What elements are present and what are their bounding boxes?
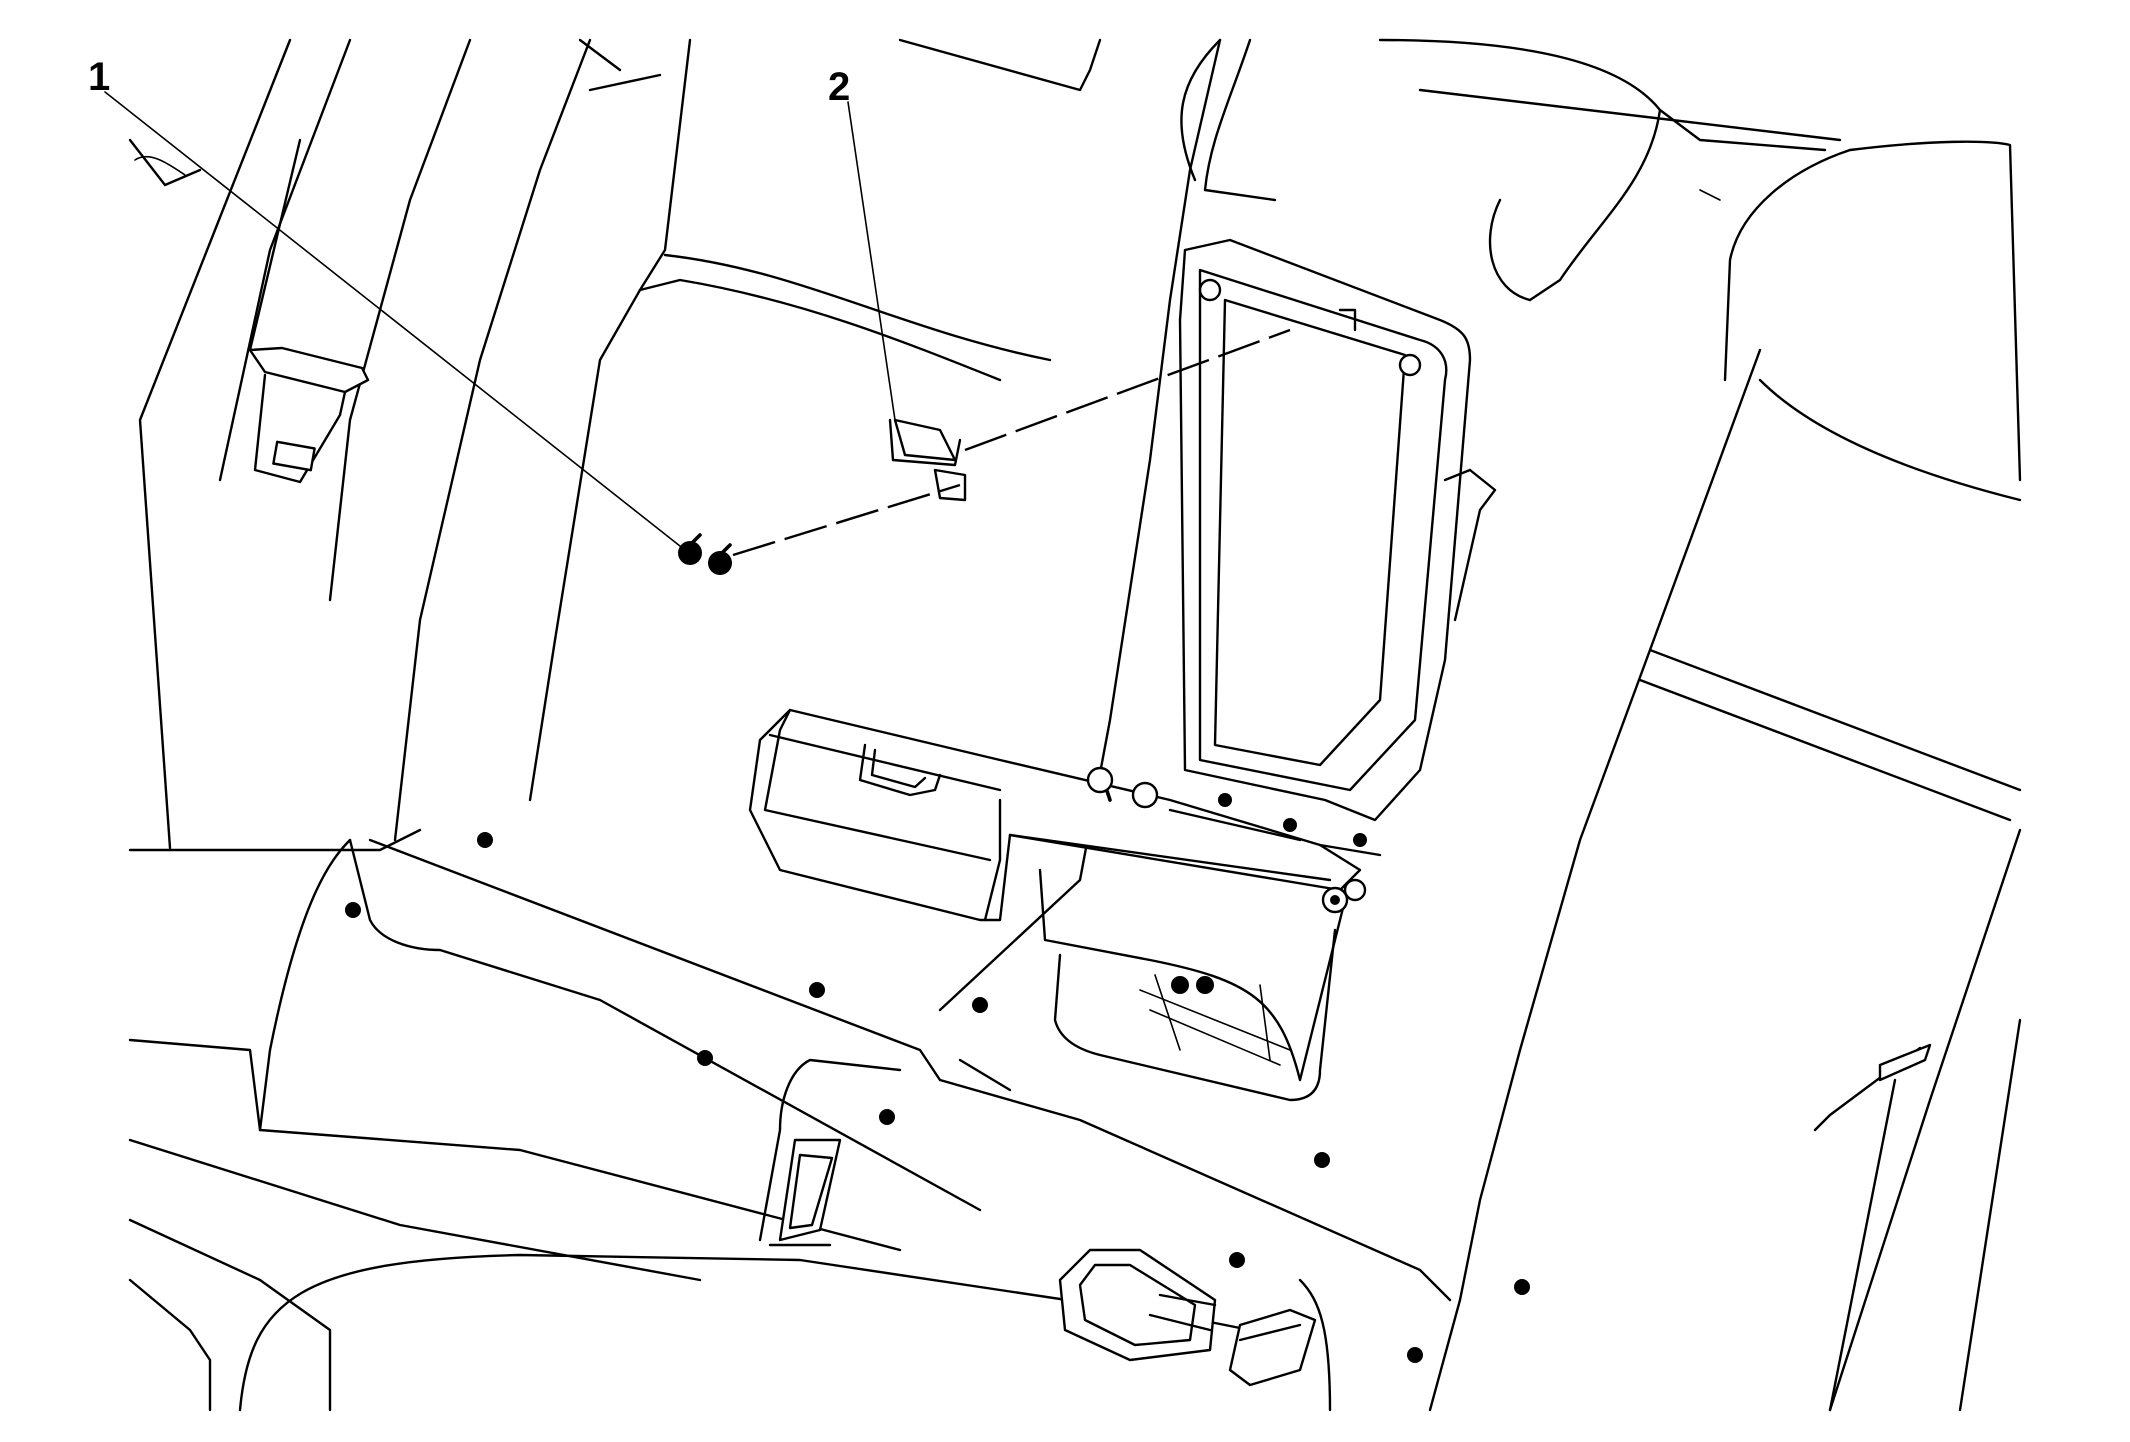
right-seatbelt [1813, 1043, 1932, 1412]
left-pillar-trim [128, 38, 592, 852]
hinge-bracket [888, 418, 967, 502]
callout-leaders [104, 91, 896, 551]
installation-lines [732, 328, 1291, 557]
armrest-lid [1178, 238, 1497, 847]
right-seatback [1203, 38, 2022, 1412]
armrest-opening [1038, 868, 1352, 1102]
cupholder-tray [748, 708, 1382, 922]
screws [678, 533, 732, 575]
callout-1-label: 1 [88, 55, 110, 99]
seatback-center-panel [528, 38, 1222, 1012]
lower-seat-panels [128, 838, 1452, 1412]
seatbelt-buckle [1228, 1308, 1317, 1387]
seatbelt-guide [248, 138, 370, 484]
panel-fasteners [345, 832, 1530, 1363]
seat-latch-right [1058, 1248, 1217, 1362]
seat-latch-left [768, 1138, 842, 1247]
callout-2-label: 2 [828, 65, 850, 109]
